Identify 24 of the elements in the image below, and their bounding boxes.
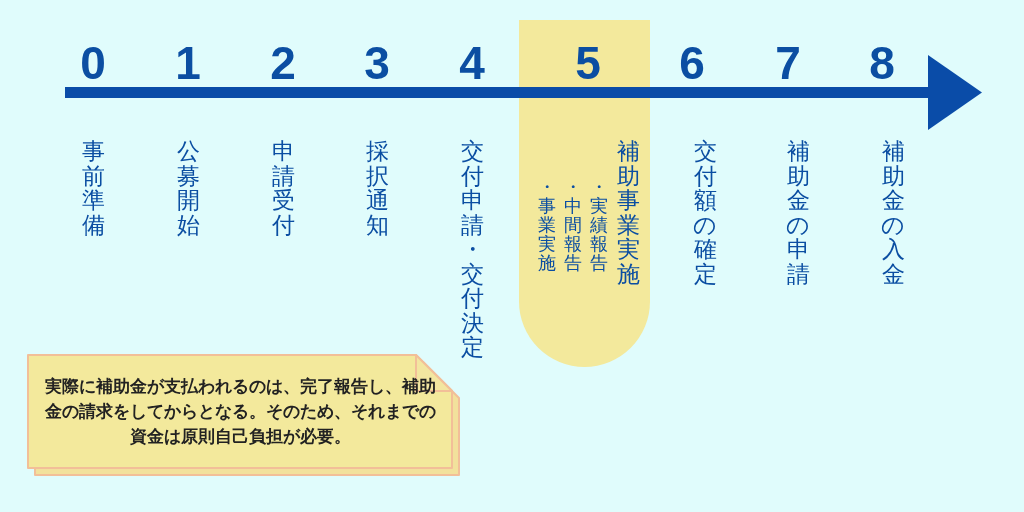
step-number: 5 <box>575 40 601 86</box>
step-label: 採択通知 <box>364 139 390 237</box>
step-label: 補助事業実施 <box>615 139 641 286</box>
step-label: 公募開始 <box>175 139 201 237</box>
step-number: 6 <box>679 40 705 86</box>
step-number: 3 <box>364 40 390 86</box>
step-number: 0 <box>80 40 106 86</box>
step-number: 8 <box>869 40 895 86</box>
step-number: 1 <box>175 40 201 86</box>
step-label: 補助金の入金 <box>880 139 906 286</box>
highlight-band <box>519 20 650 367</box>
step-label: 交付額の確定 <box>692 139 718 286</box>
step-number: 4 <box>459 40 485 86</box>
step-number: 7 <box>775 40 801 86</box>
step-number: 2 <box>270 40 296 86</box>
bullet-item: ・事業実施 <box>537 178 557 273</box>
step-label: 申請受付 <box>270 139 296 237</box>
step-label: 交付申請・交付決定 <box>459 139 485 360</box>
bullet-item: ・実績報告 <box>589 178 609 273</box>
step-label: 事前準備 <box>80 139 106 237</box>
step-label: 補助金の申請 <box>785 139 811 286</box>
note-text: 実際に補助金が支払われるのは、完了報告し、補助金の請求をしてからとなる。そのため、それまでの資金は原則自己負担が必要。 <box>44 375 436 448</box>
bullet-item: ・中間報告 <box>563 178 583 273</box>
sticky-note <box>27 354 461 477</box>
